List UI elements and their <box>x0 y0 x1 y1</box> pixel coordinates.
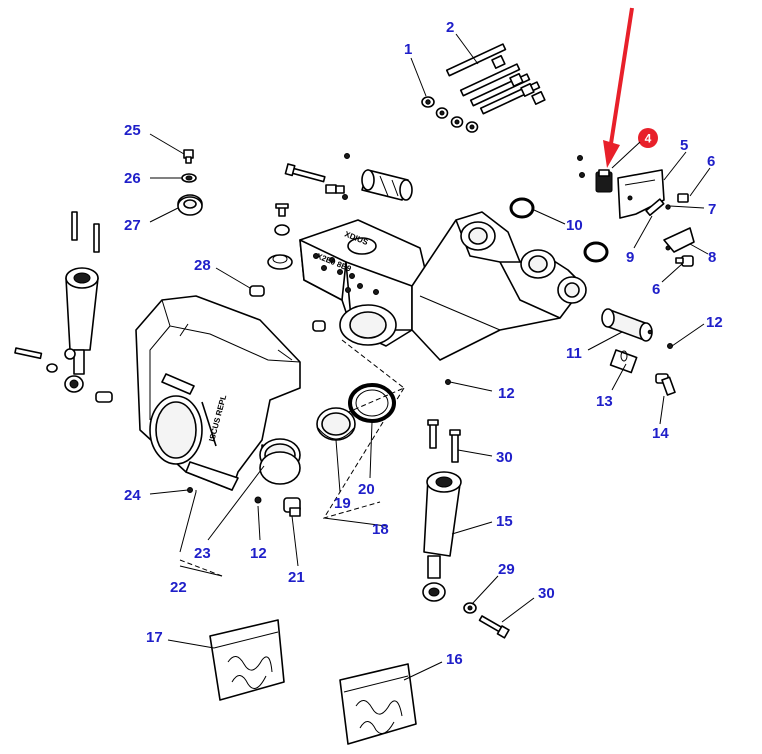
callout-30a: 30 <box>496 449 513 466</box>
part-ring-20 <box>348 383 396 423</box>
callout-10: 10 <box>566 217 583 234</box>
callout-13: 13 <box>596 393 613 410</box>
part-washer-29 <box>463 602 477 614</box>
callout-12b: 12 <box>250 545 267 562</box>
part-washer-26 <box>181 173 197 183</box>
callout-27: 27 <box>124 217 141 234</box>
part-axle-housing: ISCUS REPL <box>135 295 301 491</box>
part-bolt-6b <box>675 255 694 267</box>
part-pin-28 <box>249 285 265 297</box>
callout-5: 5 <box>680 137 688 154</box>
part-axle-bracket: X2E0 8B9 XDIUS <box>299 211 587 361</box>
part-bracket-4 <box>595 169 613 193</box>
callout-18: 18 <box>372 521 389 538</box>
callout-20: 20 <box>358 481 375 498</box>
part-screw-12a <box>445 379 451 385</box>
callout-17: 17 <box>146 629 163 646</box>
callout-9: 9 <box>626 249 634 266</box>
part-screw-12c <box>667 343 673 349</box>
leader-lines <box>149 33 711 681</box>
part-pin-7 <box>665 204 671 210</box>
red-arrow-indicator <box>603 7 634 168</box>
part-small-screws <box>577 155 585 178</box>
part-screw-24 <box>187 487 193 493</box>
callout-29: 29 <box>498 561 515 578</box>
callout-26: 26 <box>124 170 141 187</box>
callout-15: 15 <box>496 513 513 530</box>
part-bolt-6a <box>677 193 689 203</box>
part-decal-17 <box>209 619 285 701</box>
part-bolt-30b <box>478 615 510 639</box>
callout-12a: 12 <box>498 385 515 402</box>
callout-19: 19 <box>334 495 351 512</box>
part-long-bolts <box>445 43 546 115</box>
part-seal-10a <box>509 197 535 219</box>
part-bushing-27 <box>177 194 203 216</box>
callout-24: 24 <box>124 487 141 504</box>
callout-30b: 30 <box>538 585 555 602</box>
part-upper-bolts <box>284 153 350 200</box>
callout-14: 14 <box>652 425 669 442</box>
red-badge[interactable]: 4 <box>638 128 658 148</box>
part-bushing-23 <box>259 438 301 485</box>
part-ring-19 <box>316 407 356 441</box>
part-plate-5 <box>617 169 665 219</box>
callout-25: 25 <box>124 122 141 139</box>
part-screw-12b <box>254 496 262 504</box>
callout-6a: 6 <box>707 153 715 170</box>
callout-2: 2 <box>446 19 454 36</box>
part-upper-pin <box>361 169 413 201</box>
callout-21: 21 <box>288 569 305 586</box>
part-spring-9 <box>645 198 665 217</box>
callout-12c: 12 <box>706 314 723 331</box>
callout-16: 16 <box>446 651 463 668</box>
part-left-studs <box>267 203 293 270</box>
part-right-cylinder <box>422 419 462 602</box>
part-decal-16 <box>339 663 417 745</box>
callout-6b: 6 <box>652 281 660 298</box>
callout-labels: 1 2 5 6 7 9 8 6 10 12 11 13 14 12 30 15 … <box>124 19 723 668</box>
callout-11: 11 <box>566 345 582 362</box>
part-pin-11 <box>601 308 653 342</box>
callout-8: 8 <box>708 249 716 266</box>
callout-7: 7 <box>708 201 716 218</box>
part-small-block <box>312 320 326 332</box>
svg-text:4: 4 <box>645 132 652 146</box>
part-bushing-13 <box>609 349 638 374</box>
part-seal-10b <box>583 241 609 263</box>
callout-1: 1 <box>404 41 412 58</box>
part-clip-8 <box>663 227 695 253</box>
callout-28: 28 <box>194 257 211 274</box>
part-nuts-washers <box>421 96 479 133</box>
part-bolt-14 <box>655 373 676 396</box>
part-bolt-25 <box>183 149 194 164</box>
part-fitting-21 <box>283 497 301 517</box>
callout-23: 23 <box>194 545 211 562</box>
callout-22: 22 <box>170 579 187 596</box>
part-left-cylinder <box>14 211 113 403</box>
